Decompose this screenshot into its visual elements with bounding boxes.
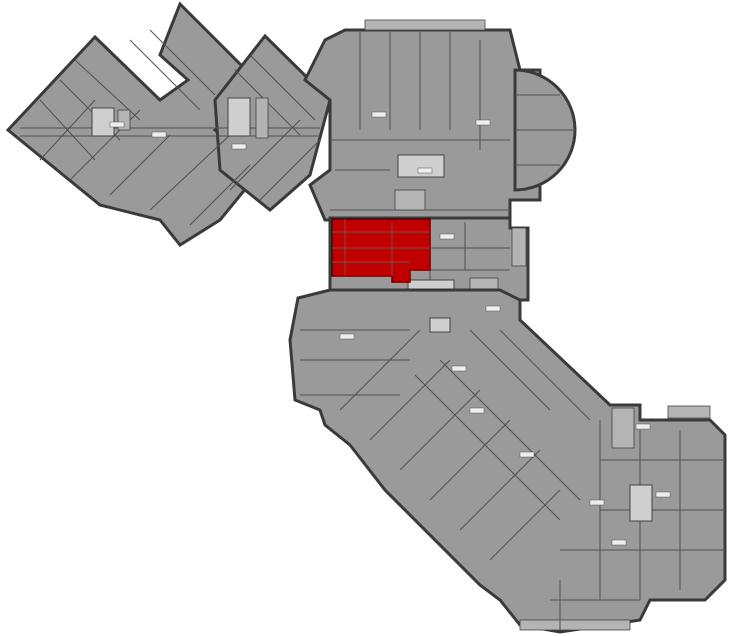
stair-center — [255, 97, 269, 139]
north-block — [303, 19, 577, 222]
northwest-wing — [5, 1, 332, 247]
elevator-core-southeast — [629, 484, 653, 522]
stair-southeast — [611, 407, 635, 449]
room-labels — [109, 111, 671, 546]
highlighted-apartment[interactable] — [331, 218, 431, 283]
connector-vent — [511, 227, 527, 267]
diagonal-wing-body[interactable] — [288, 288, 727, 634]
elevator-core-north — [397, 154, 445, 178]
wing-block-center[interactable] — [213, 33, 332, 212]
southeast-wing — [288, 288, 727, 634]
south-balcony — [519, 619, 631, 631]
elevator-core-corridor — [429, 317, 451, 333]
north-roof-vent — [364, 19, 486, 31]
connector-block — [328, 216, 530, 302]
east-balcony — [667, 405, 711, 419]
elevator-core-center — [227, 97, 251, 137]
stair-north — [394, 189, 426, 211]
